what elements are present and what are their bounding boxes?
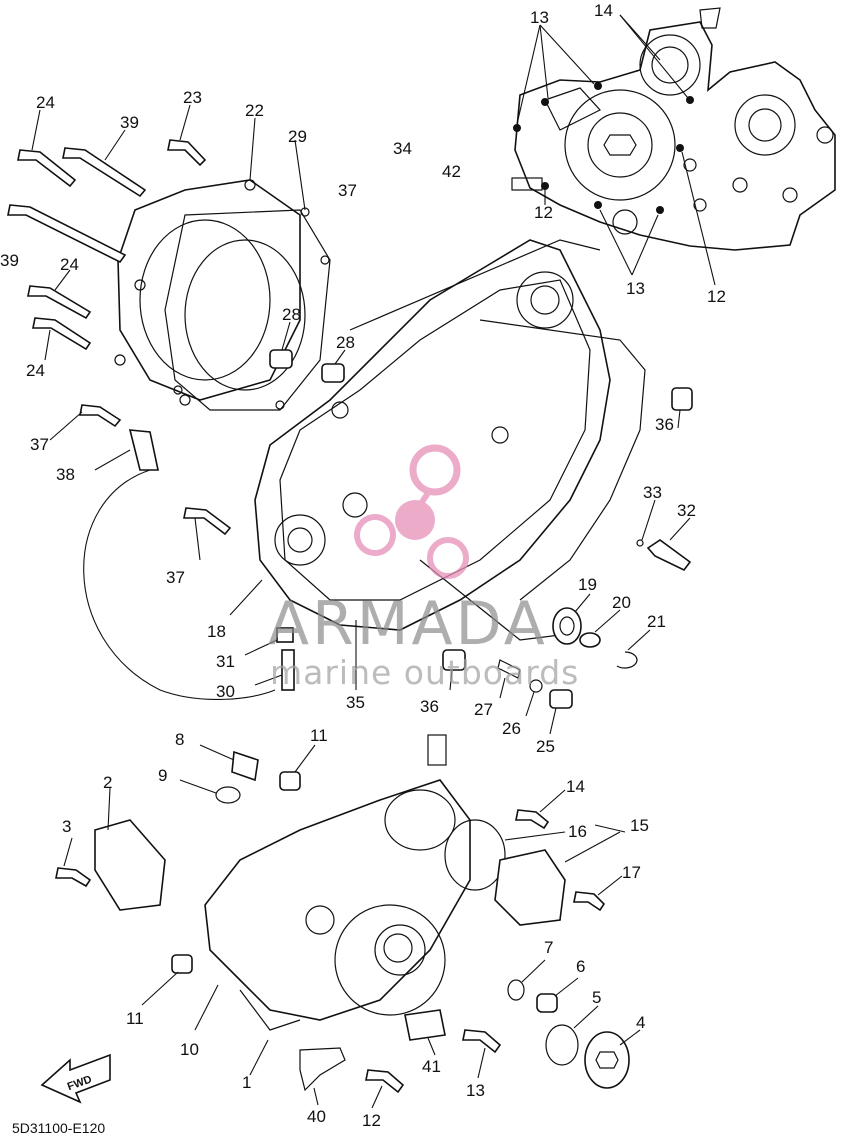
part-label-33: 33 — [643, 483, 662, 502]
part-label-21: 21 — [647, 612, 666, 631]
part-label-26: 26 — [502, 719, 521, 738]
diagram-code: 5D31100-E120 — [12, 1120, 105, 1136]
part-label-17: 17 — [622, 863, 641, 882]
part-label-23: 23 — [183, 88, 202, 107]
part-label-12: 12 — [707, 287, 726, 306]
part-label-35: 35 — [346, 693, 365, 712]
part-label-39: 39 — [120, 113, 139, 132]
part-label-11: 11 — [126, 1009, 144, 1028]
part-label-37: 37 — [30, 435, 49, 454]
forward-arrow-icon: FWD — [40, 1053, 111, 1104]
part-label-32: 32 — [677, 501, 696, 520]
part-label-2: 2 — [103, 773, 112, 792]
crankcase-drawing — [511, 7, 836, 286]
part-label-19: 19 — [578, 575, 597, 594]
part-label-24: 24 — [36, 93, 55, 112]
water-pump-cover-drawing — [204, 734, 471, 1031]
part-label-14: 14 — [594, 1, 613, 20]
watermark: ARMADA marine outboards — [268, 444, 579, 692]
part-label-28: 28 — [282, 305, 301, 324]
part-label-39: 39 — [0, 251, 19, 270]
part-label-12: 12 — [534, 203, 553, 222]
part-labels: 13 14 12 13 12 24 39 23 22 29 34 42 37 3… — [0, 1, 726, 1130]
watermark-brand: ARMADA — [268, 589, 548, 659]
part-label-24: 24 — [60, 255, 79, 274]
watermark-tagline: marine outboards — [270, 653, 579, 692]
part-label-15: 15 — [630, 816, 649, 835]
part-label-9: 9 — [158, 766, 167, 785]
part-label-42: 42 — [442, 162, 461, 181]
part-label-13: 13 — [530, 8, 549, 27]
part-label-7: 7 — [544, 938, 553, 957]
part-label-36: 36 — [420, 697, 439, 716]
part-label-5: 5 — [592, 988, 601, 1007]
bottom-small-parts — [55, 744, 641, 1109]
part-label-14: 14 — [566, 777, 585, 796]
part-label-28: 28 — [336, 333, 355, 352]
part-label-4: 4 — [636, 1013, 645, 1032]
part-label-3: 3 — [62, 817, 71, 836]
crankcase-cover-drawing — [254, 239, 646, 641]
part-label-27: 27 — [474, 700, 493, 719]
dowel-pins — [269, 321, 346, 383]
part-label-6: 6 — [576, 957, 585, 976]
part-label-8: 8 — [175, 730, 184, 749]
part-label-40: 40 — [307, 1107, 326, 1126]
part-label-1: 1 — [242, 1073, 251, 1092]
part-label-18: 18 — [207, 622, 226, 641]
seal-washer-clip-set — [355, 387, 693, 735]
part-label-37: 37 — [338, 181, 357, 200]
part-label-41: 41 — [422, 1057, 441, 1076]
part-label-11: 11 — [310, 726, 328, 745]
part-label-16: 16 — [568, 822, 587, 841]
part-label-37: 37 — [166, 568, 185, 587]
part-label-12: 12 — [362, 1111, 381, 1130]
part-label-34: 34 — [393, 139, 412, 158]
part-label-24: 24 — [26, 361, 45, 380]
clutch-cover-drawing — [114, 179, 331, 411]
part-label-25: 25 — [536, 737, 555, 756]
watermark-logo — [354, 444, 469, 579]
part-label-10: 10 — [180, 1040, 199, 1059]
bolt-set-top-left — [7, 104, 306, 361]
part-label-13: 13 — [626, 279, 645, 298]
part-label-36: 36 — [655, 415, 674, 434]
part-label-20: 20 — [612, 593, 631, 612]
part-label-30: 30 — [216, 682, 235, 701]
part-label-13: 13 — [466, 1081, 485, 1100]
part-label-29: 29 — [288, 127, 307, 146]
breather-hose-set — [49, 404, 295, 701]
part-label-22: 22 — [245, 101, 264, 120]
part-label-38: 38 — [56, 465, 75, 484]
part-label-31: 31 — [216, 652, 235, 671]
